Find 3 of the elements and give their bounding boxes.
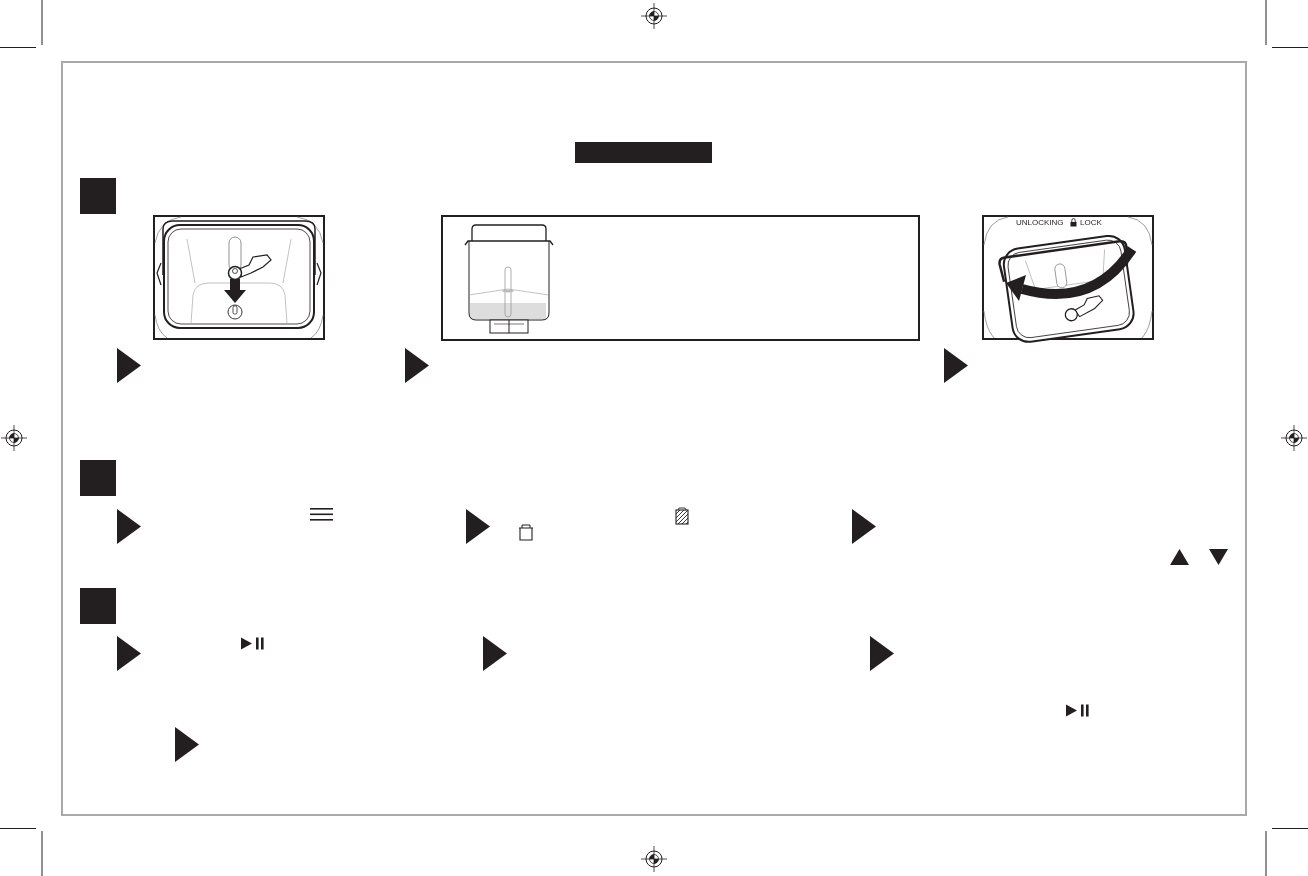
illustration-label: UNLOCKING bbox=[1016, 218, 1064, 227]
title-bar bbox=[575, 142, 712, 163]
illustration-label: LOCK bbox=[1080, 218, 1102, 227]
